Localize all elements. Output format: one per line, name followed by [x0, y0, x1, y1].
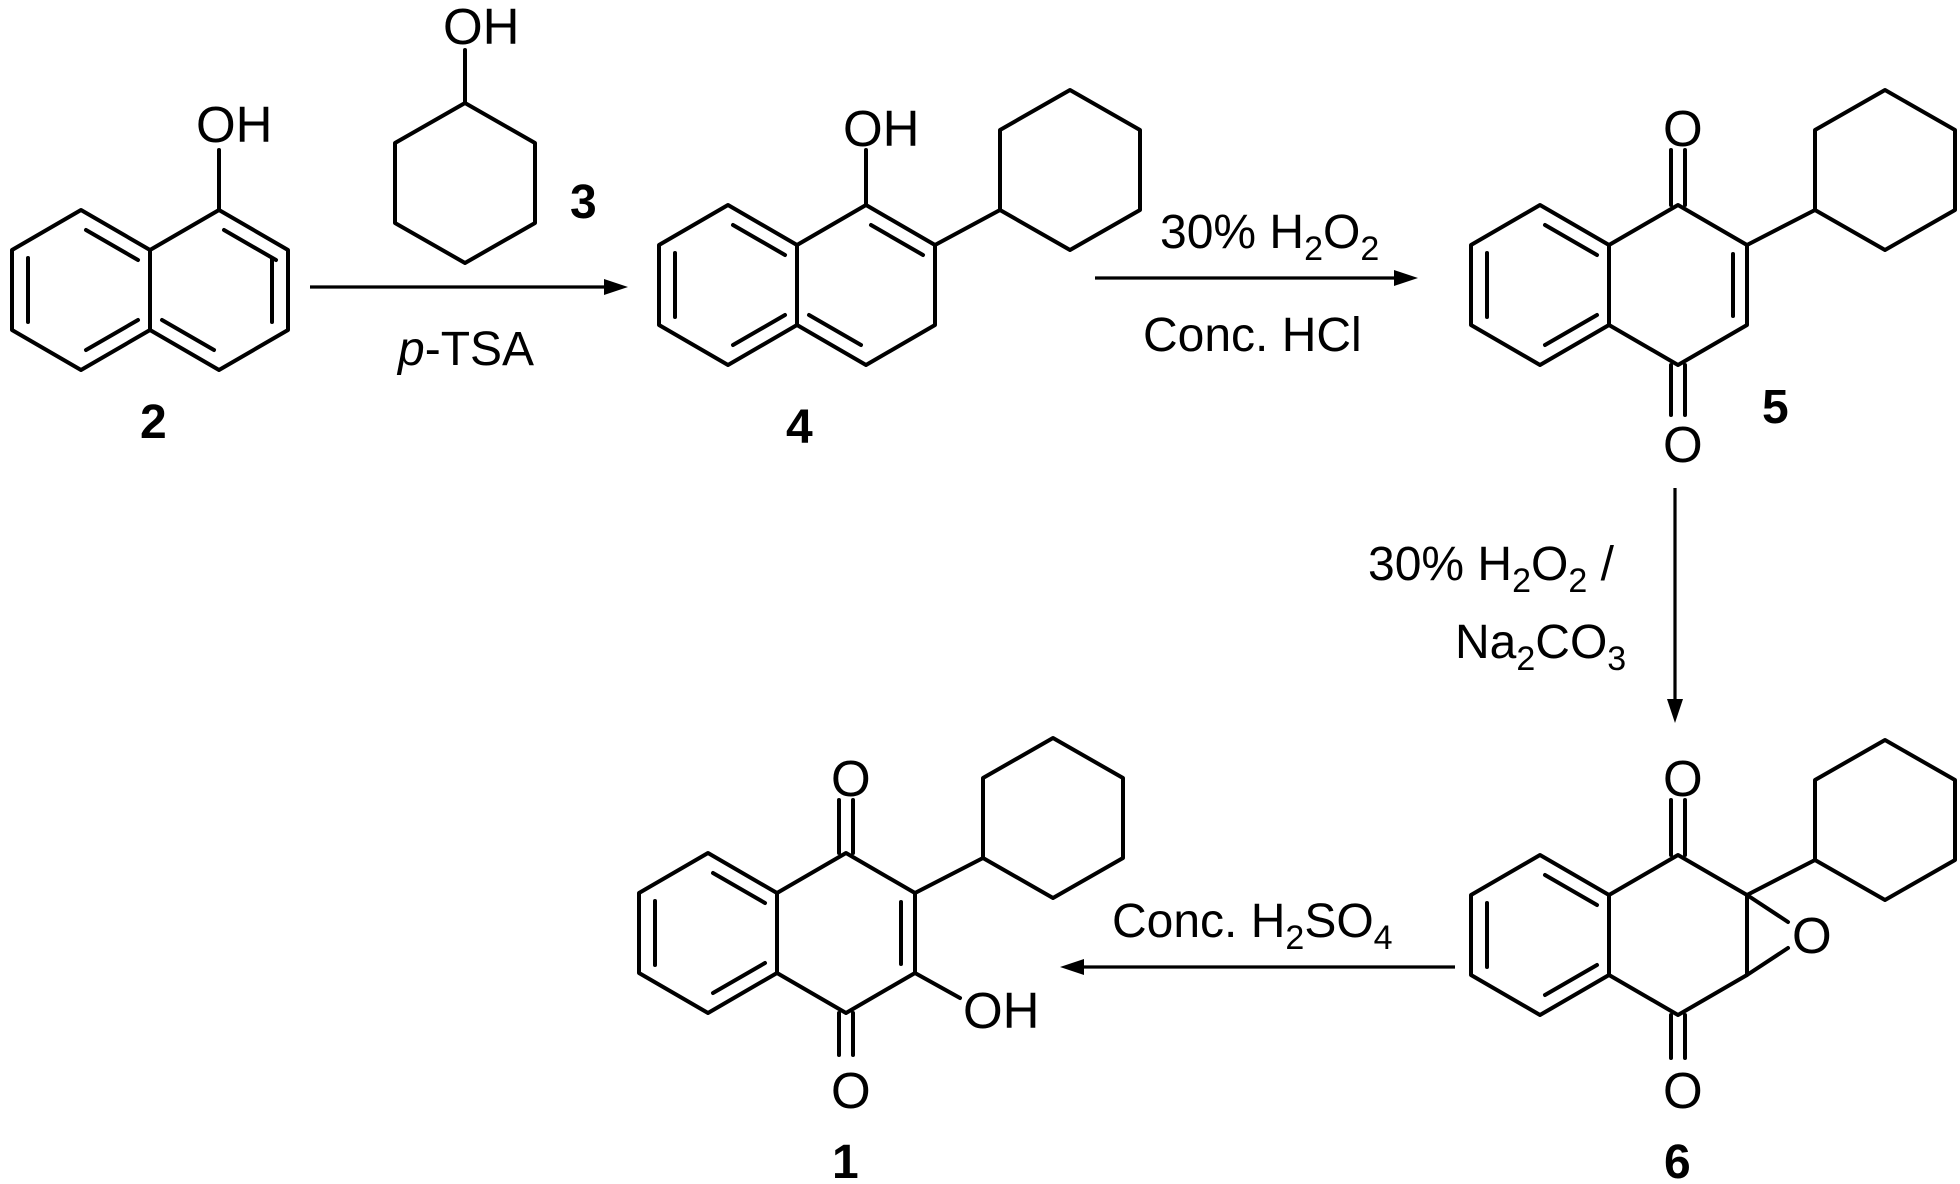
compound-1-oxygen-bottom: O — [831, 1062, 871, 1119]
compound-6-epoxide-oxygen: O — [1792, 907, 1832, 964]
compound-5-structure: O O — [1469, 88, 1957, 473]
step3-reagent-line1: 30% H2O2 / — [1368, 538, 1615, 600]
compound-5-oxygen-top: O — [1663, 100, 1703, 157]
compound-2-structure: OH — [10, 96, 290, 372]
compound-2-number: 2 — [140, 396, 167, 449]
compound-5-oxygen-bottom: O — [1663, 416, 1703, 473]
compound-3-number: 3 — [570, 176, 597, 229]
reaction-arrow-1 — [310, 279, 628, 295]
compound-2-hydroxyl: OH — [196, 96, 273, 153]
compound-3-hydroxyl: OH — [443, 0, 520, 55]
compound-6-number: 6 — [1664, 1136, 1691, 1184]
step4-reagent: Conc. H2SO4 — [1112, 895, 1393, 957]
compound-3-structure: OH — [393, 0, 537, 265]
compound-6-structure: O O O — [1469, 738, 1957, 1119]
compound-5-number: 5 — [1762, 381, 1789, 434]
compound-1-hydroxyl: OH — [963, 982, 1040, 1039]
compound-4-structure: OH — [657, 88, 1142, 367]
step3-reagent-line2: Na2CO3 — [1455, 616, 1626, 678]
compound-4-number: 4 — [786, 401, 813, 454]
compound-4-hydroxyl: OH — [843, 100, 920, 157]
compound-1-structure: O O OH — [637, 736, 1125, 1119]
step2-reagent-top: 30% H2O2 — [1160, 206, 1379, 268]
reaction-arrow-3 — [1667, 488, 1683, 723]
step2-reagent-bottom: Conc. HCl — [1143, 309, 1362, 362]
compound-6-oxygen-top: O — [1663, 750, 1703, 807]
compound-6-oxygen-bottom: O — [1663, 1062, 1703, 1119]
reaction-arrow-2 — [1095, 270, 1418, 286]
compound-1-oxygen-top: O — [831, 750, 871, 807]
compound-1-number: 1 — [832, 1136, 859, 1184]
step1-reagent: p-TSA — [396, 323, 534, 376]
reaction-arrow-4 — [1060, 959, 1455, 975]
